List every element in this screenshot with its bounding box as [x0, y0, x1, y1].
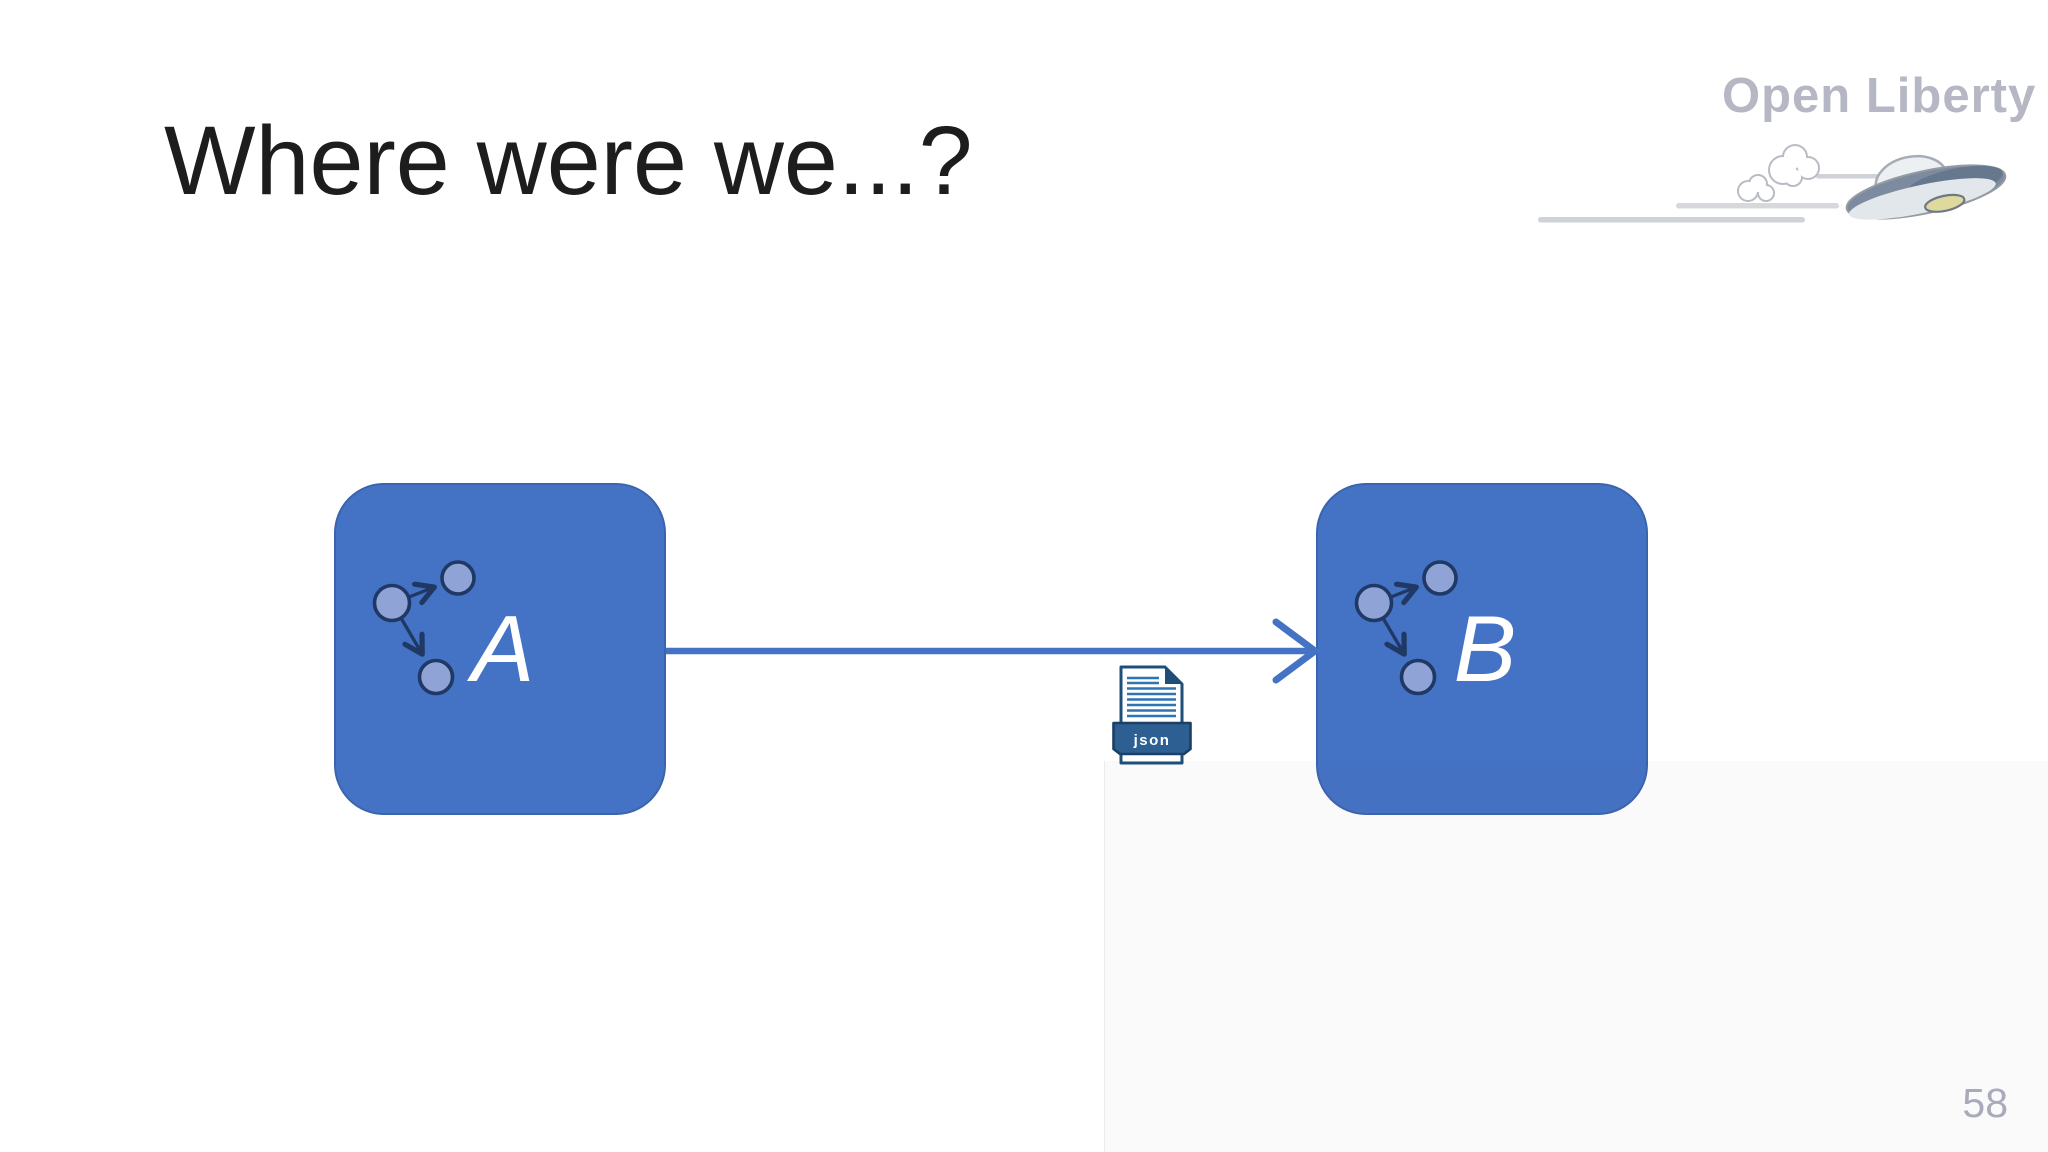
ufo-icon	[1538, 144, 2007, 223]
json-file-icon: json	[1112, 665, 1192, 765]
saucer	[1845, 154, 2007, 220]
json-file-label: json	[1133, 732, 1171, 749]
slide-title: Where were we...?	[164, 106, 973, 215]
service-node-a: A	[334, 483, 666, 815]
speed-lines	[1538, 174, 1904, 223]
node-a-label: A	[471, 596, 535, 702]
background-seam	[1104, 761, 2048, 1152]
file-type-banner	[1112, 721, 1192, 756]
document-text-lines	[1127, 676, 1176, 718]
folded-corner	[1165, 667, 1182, 684]
arrow-a-to-b	[666, 618, 1319, 684]
smoke-clouds	[1737, 144, 1820, 202]
open-liberty-wordmark: Open Liberty	[1722, 69, 2037, 123]
service-node-b: B	[1316, 483, 1648, 815]
node-b-label: B	[1453, 596, 1517, 702]
graph-icon	[1354, 560, 1458, 696]
page-number: 58	[1962, 1080, 2008, 1126]
graph-icon	[372, 560, 476, 696]
